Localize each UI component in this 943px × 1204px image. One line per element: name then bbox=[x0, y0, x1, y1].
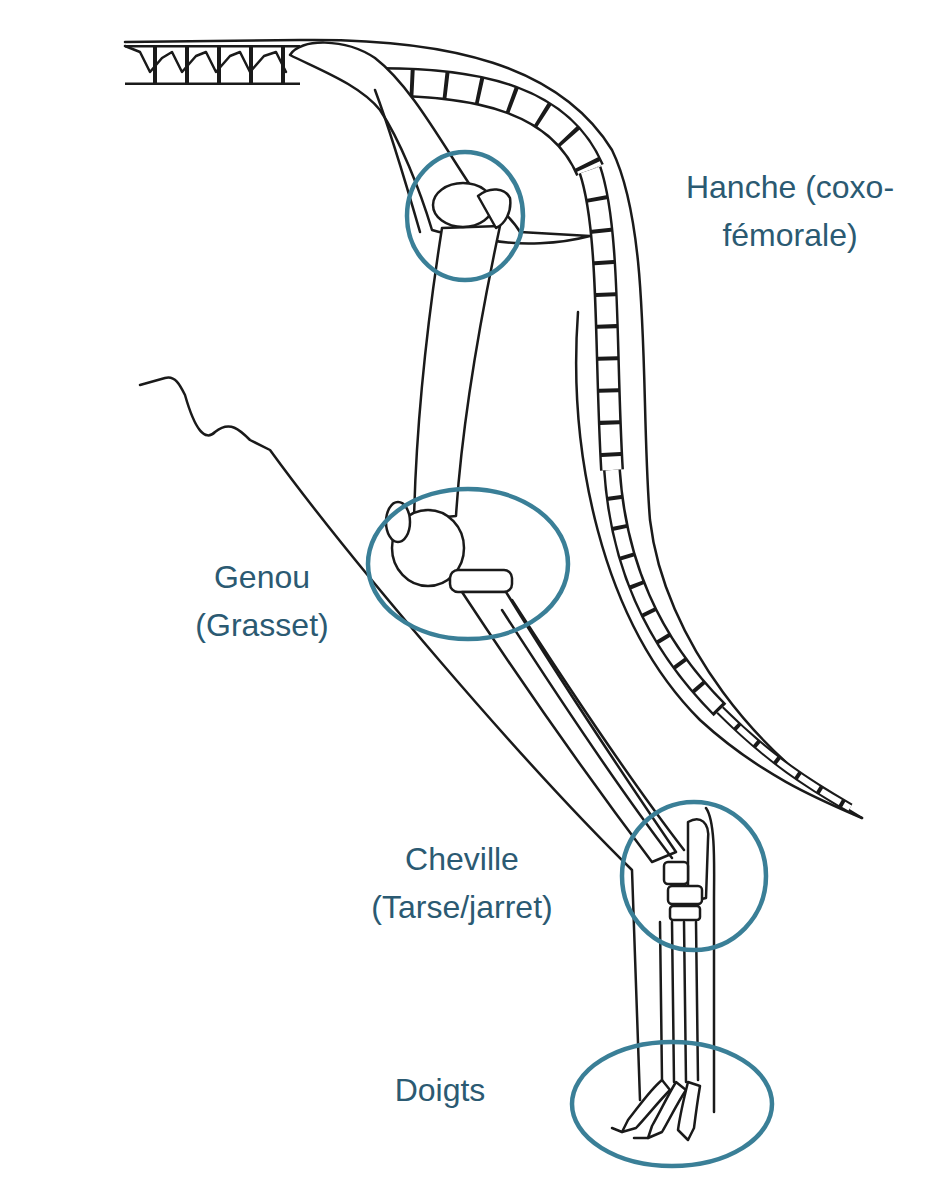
tarsal-bone bbox=[664, 862, 688, 884]
ankle-circle bbox=[622, 802, 766, 950]
knee-circle bbox=[368, 489, 568, 639]
tarsal-bone bbox=[668, 886, 702, 904]
leg-outline bbox=[706, 808, 714, 1112]
lumbar-spine bbox=[125, 45, 300, 85]
joint-circles bbox=[368, 152, 772, 1166]
tail-vertebrae-inner bbox=[590, 170, 612, 470]
leg-outline bbox=[140, 377, 640, 1100]
tibial-plateau bbox=[450, 570, 512, 592]
hip-circle bbox=[407, 152, 523, 280]
joint-label: Hanche (coxo-fémorale) bbox=[650, 163, 930, 259]
pelvis-line bbox=[375, 90, 420, 232]
joint-label: Genou (Grasset) bbox=[172, 553, 352, 649]
tail-vertebrae bbox=[590, 170, 612, 470]
tarsal-bone bbox=[670, 906, 700, 920]
trochanter bbox=[478, 189, 510, 228]
tail-vertebrae-inner bbox=[612, 470, 720, 710]
femur bbox=[414, 226, 500, 520]
spinous-processes bbox=[125, 46, 286, 72]
toes-circle bbox=[572, 1042, 772, 1166]
pelvis bbox=[290, 43, 590, 244]
joint-label: Cheville (Tarse/jarret) bbox=[337, 835, 587, 931]
tail-vertebrae-inner bbox=[720, 710, 850, 808]
toes bbox=[612, 1128, 648, 1138]
toes bbox=[678, 1082, 700, 1140]
tail-vertebrae bbox=[720, 710, 850, 808]
tail-vertebrae bbox=[612, 470, 720, 710]
joint-label: Doigts bbox=[340, 1066, 540, 1114]
